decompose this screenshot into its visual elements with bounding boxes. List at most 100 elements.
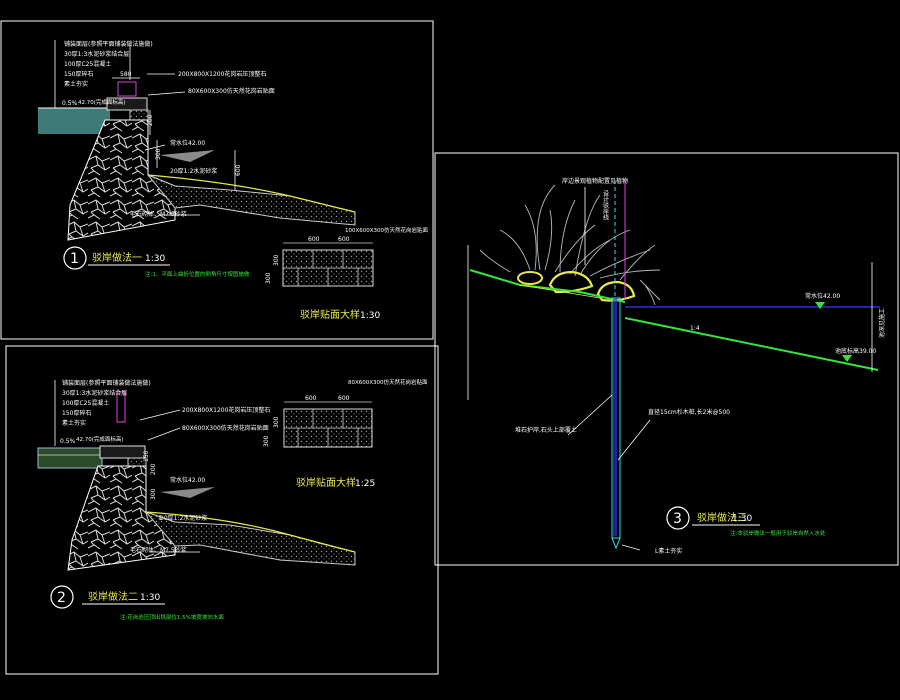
panel-1-block-label: 80X600X300仿天然花岗岩贴面 <box>188 87 275 95</box>
panel-2-face-title: 驳岸贴面大样 <box>296 476 356 489</box>
panel-3-title: 驳岸做法三 <box>697 511 747 524</box>
panel-1-face-scale: 1:30 <box>360 311 380 321</box>
panel-3-water-marker <box>815 302 825 309</box>
panel-1-face-label: 100X600X300仿天然花岗岩贴面 <box>345 226 429 234</box>
panel-2: 铺装面层(参照平面铺装做法施做) 30厚1:3水泥砂浆结合层 100厚C25混凝… <box>5 345 439 675</box>
panel-3-depth-label: 池深见施工 <box>878 308 886 338</box>
panel-2-coping-label: 200X800X1200花岗岩压顶整石 <box>182 406 270 414</box>
panel-1-scale: 1:30 <box>145 254 165 264</box>
panel-1-layer-4: 150厚碎石 <box>64 70 93 78</box>
panel-2-water-symbol <box>160 487 215 498</box>
panel-1-leaders <box>54 40 236 216</box>
panel-1-layer-3: 100厚C25混凝土 <box>64 60 111 68</box>
panel-3-water-label: 常水位42.00 <box>805 292 840 300</box>
panel-1-water-label: 常水位42.00 <box>170 139 205 147</box>
panel-2-bottom-line <box>145 511 356 553</box>
panel-3-note: 注:本驳岸做法一般用于驳岸自然入水处 <box>730 529 826 537</box>
panel-2-paving-block <box>37 447 103 469</box>
panel-2-layer-1: 铺装面层(参照平面铺装做法施做) <box>62 379 151 387</box>
panel-3-pile-fill <box>613 298 617 536</box>
panel-1-face-dim-d: 300 <box>265 272 272 284</box>
panel-2-number: 2 <box>57 590 66 606</box>
panel-3-ground-inner <box>519 284 601 299</box>
panel-2-coping <box>99 445 146 459</box>
panel-3-frame <box>434 152 899 566</box>
panel-1-face-dim-b: 600 <box>338 236 350 243</box>
panel-1-rubble-label: 毛石砌体、M7.5砂浆 <box>130 210 187 218</box>
panel-3-vegetation <box>479 184 661 306</box>
panel-1-title: 驳岸做法一 <box>92 251 142 264</box>
panel-1-coping-label: 200X800X1200花岗岩压顶整石 <box>178 70 266 78</box>
panel-1-layer-2: 30厚1:3水泥砂浆结合层 <box>64 50 129 58</box>
panel-2-layer-2: 30厚1:3水泥砂浆结合层 <box>62 389 127 397</box>
panel-2-layer-4: 150厚碎石 <box>62 409 91 417</box>
panel-1-slope: 0.5% <box>62 100 78 107</box>
panel-1-layer-1: 铺装面层(参照平面铺装做法施做) <box>64 40 153 48</box>
panel-1-coping <box>106 97 148 111</box>
panel-2-leaders <box>54 380 200 553</box>
panel-1-water-symbol <box>160 150 215 162</box>
panel-1-bottom-label: 20厚1:2水泥砂浆 <box>170 167 217 175</box>
panel-2-title: 驳岸做法二 <box>88 590 138 603</box>
panel-3-number: 3 <box>673 511 682 527</box>
panel-2-face-dim-b: 600 <box>338 395 350 402</box>
panel-2-face-dim-d: 300 <box>263 435 270 447</box>
panel-3-pile-label: 直径15cm杉木桩,长2米@500 <box>648 408 730 416</box>
panel-2-layer-5: 素土夯实 <box>62 419 86 427</box>
panel-3-slope-label: 1:4 <box>690 325 700 332</box>
panel-2-block-label: 80X600X300仿天然花岗岩贴面 <box>182 424 269 432</box>
panel-2-elevation: 42.70(完成面标高) <box>76 435 124 443</box>
panel-2-title-circle <box>50 585 74 609</box>
panel-2-face-dim-c: 300 <box>273 416 280 428</box>
panel-2-dim-150: 150 <box>143 450 150 462</box>
panel-1-dim-600: 600 <box>235 164 242 176</box>
panel-2-rubble-label: 毛石砌体、M7.5砂浆 <box>130 546 187 554</box>
panel-1-layer-5: 素土夯实 <box>64 80 88 88</box>
panel-3-pile-tip <box>611 537 621 550</box>
panel-1-number: 1 <box>70 251 79 267</box>
panel-3-bottom-marker <box>842 355 852 362</box>
panel-1-face-dim-a: 600 <box>308 236 320 243</box>
panel-2-layer-3: 100厚C25混凝土 <box>62 399 109 407</box>
panel-3-vertical-label: 设计驳岸线 <box>602 189 609 220</box>
panel-2-slope: 0.5% <box>60 438 76 445</box>
panel-2-frame <box>5 345 439 675</box>
panel-2-dim-300: 300 <box>150 488 157 500</box>
panel-1-elevation: 42.70(完成面标高) <box>78 98 126 106</box>
panel-3-soil-label: 堆石护岸,石头上部覆土 <box>515 426 577 434</box>
panel-3-bottom-label: 池底标高39.00 <box>835 347 876 355</box>
panel-3-ground-line <box>469 269 626 303</box>
panel-1-dimension-lines <box>112 77 158 168</box>
panel-1-dim-580: 580 <box>120 71 132 78</box>
panel-1-note: 注:1、平面上曲折位置的倒角尺寸按图施做 <box>145 270 250 278</box>
panel-2-bottom-label: 20厚1:2水泥砂浆 <box>160 514 207 522</box>
panel-3-leaders <box>567 187 651 551</box>
panel-2-face-scale: 1:25 <box>355 479 375 489</box>
panel-2-dim-200: 200 <box>150 463 157 475</box>
panel-1-title-circle <box>63 246 87 270</box>
panel-1-bottom-line <box>147 174 356 213</box>
panel-1-dim-200: 200 <box>147 114 154 126</box>
panel-1-dim-300: 300 <box>155 148 162 160</box>
panel-3-plant-label: 岸边景观植物配置见植物 <box>562 177 628 185</box>
panel-1-paving-block <box>38 108 110 134</box>
panel-3-scale: 1:30 <box>732 514 752 524</box>
panel-2-bottom-hatch <box>144 510 356 566</box>
panel-2-coping-marker <box>116 391 126 423</box>
panel-2-face-joints <box>284 401 372 447</box>
panel-3-rock-1 <box>517 271 543 285</box>
panel-2-scale: 1:30 <box>140 593 160 603</box>
panel-1: 铺装面层(参照平面铺装做法施做) 30厚1:3水泥砂浆结合层 100厚C25混凝… <box>0 20 434 340</box>
panel-3-title-circle <box>666 506 690 530</box>
panel-1-frame <box>0 20 434 340</box>
panel-3-slope-line <box>624 317 879 371</box>
panel-1-face-joints <box>283 242 373 286</box>
panel-2-face-label: 80X600X300仿天然花岗岩贴面 <box>348 378 428 386</box>
panel-1-bottom-hatch <box>147 174 356 226</box>
panel-2-face-dim-a: 600 <box>305 395 317 402</box>
panel-2-note: 注:花岗岩压顶出挑部位1.5%坡度坡向水面 <box>120 613 224 621</box>
panel-1-coping-marker <box>117 81 137 97</box>
panel-3-base-label: L素土夯实 <box>655 547 682 555</box>
